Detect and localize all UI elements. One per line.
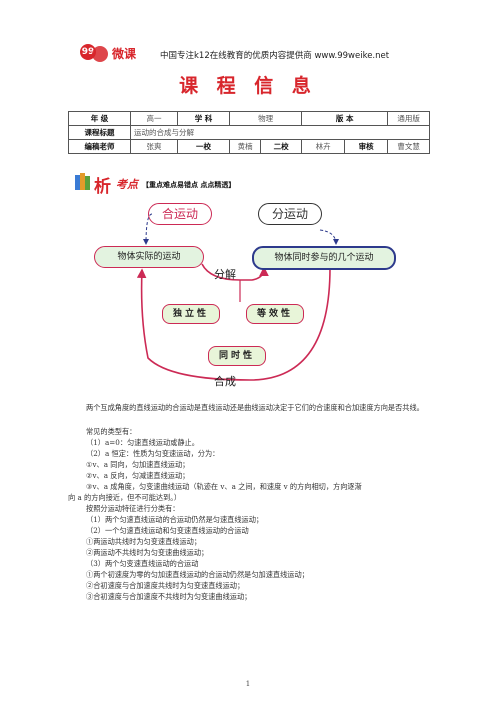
node-equivalence: 等效性 xyxy=(246,304,304,324)
course-info-table: 年 级 高一 学 科 物理 版 本 通用版 课程标题 运动的合成与分解 编稿老师… xyxy=(68,111,430,154)
text-line: ②合初速度与合加速度共线时为匀变速直线运动； xyxy=(86,581,245,590)
section-kaodian: 考点 xyxy=(116,178,138,191)
body-lines: 常见的类型有： （1）a=0：匀速直线运动或静止。 （2）a 恒定：性质为匀变速运动… xyxy=(68,426,430,602)
topic-label: 课程标题 xyxy=(68,125,131,140)
grade-value: 高一 xyxy=(130,111,178,126)
diagram-connectors xyxy=(136,213,339,381)
label-compose: 合成 xyxy=(214,375,236,388)
table-row: 课程标题 运动的合成与分解 xyxy=(68,125,430,140)
text-line: ②两运动不共线时为匀变速曲线运动； xyxy=(86,548,209,557)
paragraph-intro: 两个互成角度的直线运动的合运动是直线运动还是曲线运动决定于它们的合速度和合加速度… xyxy=(86,403,424,412)
section-xi: 析 xyxy=(94,177,111,197)
check2-label: 二校 xyxy=(260,139,303,154)
node-component-motion: 分运动 xyxy=(258,203,322,225)
text-line: （1）a=0：匀速直线运动或静止。 xyxy=(86,438,199,447)
book-icon xyxy=(75,173,90,190)
text-line: （2）a 恒定：性质为匀变速运动，分为： xyxy=(86,449,220,458)
dashed-arrow-right xyxy=(319,229,339,245)
check2-value: 林卉 xyxy=(301,139,346,154)
table-row: 年 级 高一 学 科 物理 版 本 通用版 xyxy=(68,111,430,126)
logo-text: 微课 xyxy=(112,47,137,61)
text-line: ③合初速度与合加速度不共线时为匀变速曲线运动； xyxy=(86,592,252,601)
node-participated-motions: 物体同时参与的几个运动 xyxy=(252,246,396,270)
decompose-arrow xyxy=(201,263,269,281)
text-line: 向 a 的方向接近，但不可能达到。） xyxy=(68,493,182,502)
table-row: 编稿老师 张爽 一校 黄楠 二校 林卉 审核 曹文慧 xyxy=(68,139,430,154)
text-line: （3）两个匀变速直线运动的合运动 xyxy=(86,559,199,568)
text-line: 按照分运动特征进行分类有： xyxy=(86,504,180,513)
subject-label: 学 科 xyxy=(177,111,230,126)
text-line: ②v、a 反向，匀减速直线运动； xyxy=(86,471,190,480)
logo-mark-overlap xyxy=(92,46,108,62)
compose-arrow xyxy=(136,267,331,381)
edition-value: 通用版 xyxy=(387,111,430,126)
editor-value: 张爽 xyxy=(130,139,178,154)
grade-label: 年 级 xyxy=(68,111,131,126)
section-header: 析 考点 【重点难点易错点 点点精透】 xyxy=(74,172,274,197)
logo: 99 微课 xyxy=(80,44,150,62)
text-line: ①两个初速度为零的匀加速直线运动的合运动仍然是匀加速直线运动； xyxy=(86,570,309,579)
check1-label: 一校 xyxy=(177,139,230,154)
subject-value: 物理 xyxy=(228,111,303,126)
node-resultant-motion: 合运动 xyxy=(148,203,212,225)
node-independence: 独立性 xyxy=(162,304,220,324)
review-value: 曹文慧 xyxy=(387,139,430,154)
edition-label: 版 本 xyxy=(301,111,389,126)
label-decompose: 分解 xyxy=(214,268,236,281)
check1-value: 黄楠 xyxy=(228,139,262,154)
text-line: ③v、a 成角度，匀变速曲线运动（轨迹在 v、a 之间，和速度 v 的方向相切，… xyxy=(86,482,362,491)
section-subtitle: 【重点难点易错点 点点精透】 xyxy=(142,181,236,189)
text-line: ①两运动共线时为匀变速直线运动； xyxy=(86,537,202,546)
text-line: （1）两个匀速直线运动的合运动仍然是匀速直线运动； xyxy=(86,515,264,524)
concept-diagram: 合运动 分运动 物体实际的运动 物体同时参与的几个运动 分解 独立性 等效性 同… xyxy=(90,198,400,398)
header-tagline: 中国专注k12在线教育的优质内容提供商 www.99weike.net xyxy=(160,51,390,61)
review-label: 审核 xyxy=(344,139,389,154)
node-simultaneity: 同时性 xyxy=(208,346,266,366)
page-title: 课 程 信 息 xyxy=(179,75,317,97)
text-line: （2）一个匀速直线运动和匀变速直线运动的合运动 xyxy=(86,526,249,535)
topic-value: 运动的合成与分解 xyxy=(130,125,430,140)
text-line: ①v、a 同向，匀加速直线运动； xyxy=(86,460,190,469)
editor-label: 编稿老师 xyxy=(68,139,131,154)
page-number: 1 xyxy=(245,680,251,688)
text-line: 常见的类型有： xyxy=(86,427,137,436)
node-real-motion: 物体实际的运动 xyxy=(94,246,204,268)
